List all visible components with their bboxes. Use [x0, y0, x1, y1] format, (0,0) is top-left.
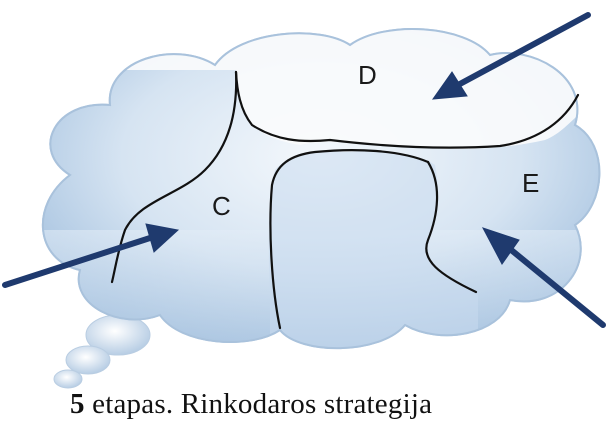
caption-number: 5 [70, 388, 85, 420]
arrow-to-d [431, 12, 591, 100]
arrows [2, 12, 606, 328]
divider-center-right [425, 160, 478, 294]
arrow-to-e [481, 227, 606, 328]
region-label-c: C [212, 191, 231, 221]
region-label-d: D [358, 60, 377, 90]
caption-text: etapas. Rinkodaros strategija [92, 388, 433, 420]
region-dividers [110, 70, 580, 330]
region-center [268, 151, 478, 349]
figure-caption: 5 etapas. Rinkodaros strategija [70, 388, 530, 421]
region-label-e: E [522, 168, 539, 198]
divider-c [110, 70, 238, 284]
divider-d [234, 70, 580, 149]
divider-center-left [269, 149, 430, 330]
thought-puffs [53, 314, 151, 389]
arrow-to-c [2, 223, 180, 288]
